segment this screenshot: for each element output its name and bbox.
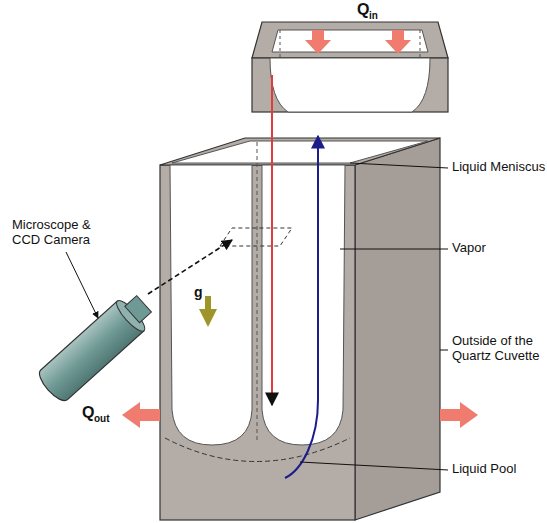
liquid-pool-outline	[165, 438, 350, 462]
cuvette-cap	[252, 22, 448, 112]
vapor-flow-arrow	[271, 75, 273, 405]
cap-top-face	[252, 22, 448, 58]
leader-line	[300, 462, 448, 470]
vapor-region	[170, 165, 252, 445]
leader-line	[440, 350, 448, 351]
heat-symbol: Q	[357, 1, 369, 19]
leader-line	[340, 249, 448, 250]
gravity-arrow	[205, 296, 211, 318]
cuvette-top-rim	[160, 138, 440, 165]
cuvette-side-face	[355, 138, 440, 520]
part-label: Liquid Pool	[452, 462, 516, 477]
gravity-symbol: g	[194, 284, 203, 300]
heat-out-arrow	[122, 402, 160, 428]
heat-subscript: out	[94, 413, 110, 425]
cap-front-face	[252, 58, 448, 112]
heat-in-arrow	[305, 30, 331, 54]
part-label: Vapor	[452, 241, 486, 256]
hidden-edge	[280, 30, 281, 58]
liquid-flow-arrow	[285, 136, 318, 478]
view-direction-arrow	[148, 240, 232, 294]
part-label: Liquid Meniscus	[452, 160, 545, 175]
vapor-region	[262, 165, 345, 445]
leader-line	[350, 163, 448, 168]
cap-liquid-arch	[270, 58, 430, 112]
heat-subscript: in	[369, 10, 378, 22]
part-label: Outside of the Quartz Cuvette	[452, 334, 544, 364]
hidden-edge	[420, 30, 421, 58]
hidden-edge	[257, 142, 258, 440]
microscope-camera	[35, 289, 158, 405]
leader-line	[66, 252, 98, 318]
camera-lens	[125, 296, 152, 323]
heat-symbol: Q	[82, 404, 94, 422]
quartz-cuvette	[160, 138, 440, 520]
cuvette-front-face	[160, 165, 355, 520]
heat-in-arrow	[385, 30, 411, 54]
viewing-window	[220, 228, 292, 246]
heat-out-arrow	[440, 402, 478, 428]
cuvette-opening	[172, 141, 428, 163]
part-label: Microscope & CCD Camera	[12, 218, 104, 248]
